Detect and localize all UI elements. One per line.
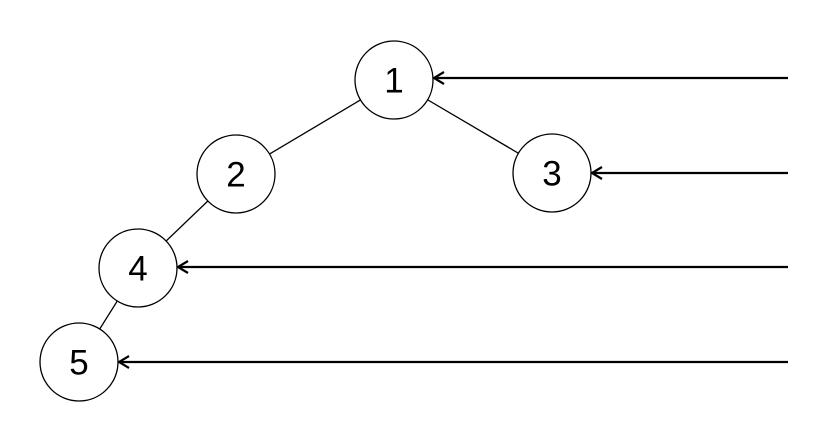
- arrowhead-icon: [116, 355, 130, 369]
- pointer-arrow-to-3: [589, 166, 788, 180]
- node-label: 2: [226, 155, 245, 194]
- pointer-arrow-to-5: [116, 355, 788, 369]
- pointer-arrow-to-4: [175, 260, 788, 274]
- tree-node-2: 2: [196, 134, 276, 214]
- pointer-arrow-to-1: [431, 71, 788, 85]
- node-label: 5: [69, 343, 88, 382]
- arrowhead-icon: [589, 166, 603, 180]
- tree-node-3: 3: [512, 133, 592, 213]
- node-circle: [354, 40, 434, 120]
- node-circle: [512, 133, 592, 213]
- node-circle: [196, 134, 276, 214]
- node-circle: [39, 322, 119, 402]
- arrowhead-icon: [175, 260, 189, 274]
- node-circle: [98, 228, 178, 308]
- tree-node-4: 4: [98, 228, 178, 308]
- tree-node-1: 1: [354, 40, 434, 120]
- arrowhead-icon: [431, 71, 445, 85]
- tree-node-5: 5: [39, 322, 119, 402]
- node-label: 3: [542, 154, 561, 193]
- node-label: 4: [128, 249, 147, 288]
- node-label: 1: [384, 61, 403, 100]
